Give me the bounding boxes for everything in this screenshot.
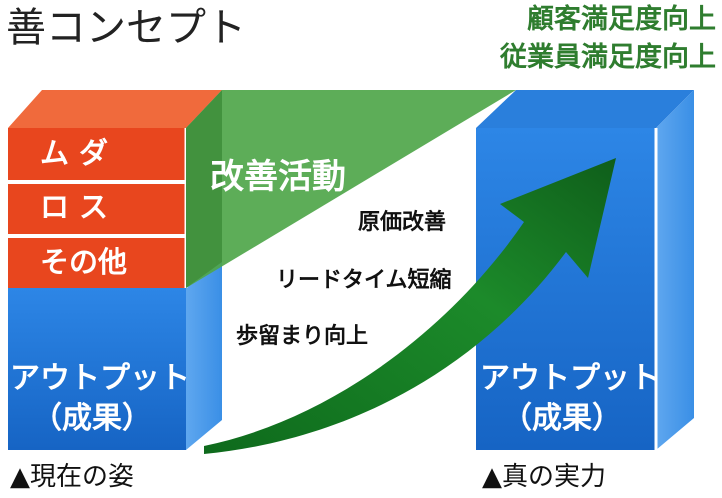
improvement-wedge <box>186 90 516 288</box>
current-output-sub: （成果） <box>32 401 152 436</box>
caption-true-potential: ▲真の実力 <box>482 462 606 492</box>
goal-customer-satisfaction: 顧客満足度向上 <box>527 4 716 35</box>
waste-block-front <box>8 128 186 288</box>
true-output-top <box>476 90 694 128</box>
true-output-label: アウトプット <box>480 361 660 396</box>
step-yield-improvement: 歩留まり向上 <box>236 324 369 349</box>
step-cost-improvement: 原価改善 <box>358 210 447 235</box>
current-output-side <box>186 262 222 450</box>
goal-employee-satisfaction: 従業員満足度向上 <box>500 42 716 73</box>
waste-label-loss: ロス <box>40 190 119 224</box>
current-output-block <box>8 288 186 450</box>
true-output-side <box>656 90 694 450</box>
waste-label-other: その他 <box>40 245 128 279</box>
caption-current-state: ▲現在の姿 <box>10 462 134 492</box>
current-output-label: アウトプット <box>10 361 190 396</box>
waste-label-muda: ムダ <box>40 136 119 170</box>
true-output-sub: （成果） <box>502 401 622 436</box>
step-lead-time-reduction: リードタイム短縮 <box>276 268 452 293</box>
waste-block-top <box>8 90 222 128</box>
page-title: 善コンセプト <box>6 5 246 51</box>
improvement-wedge-side <box>186 90 222 288</box>
growth-arrow <box>204 158 616 454</box>
improvement-activities-label: 改善活動 <box>210 157 346 197</box>
